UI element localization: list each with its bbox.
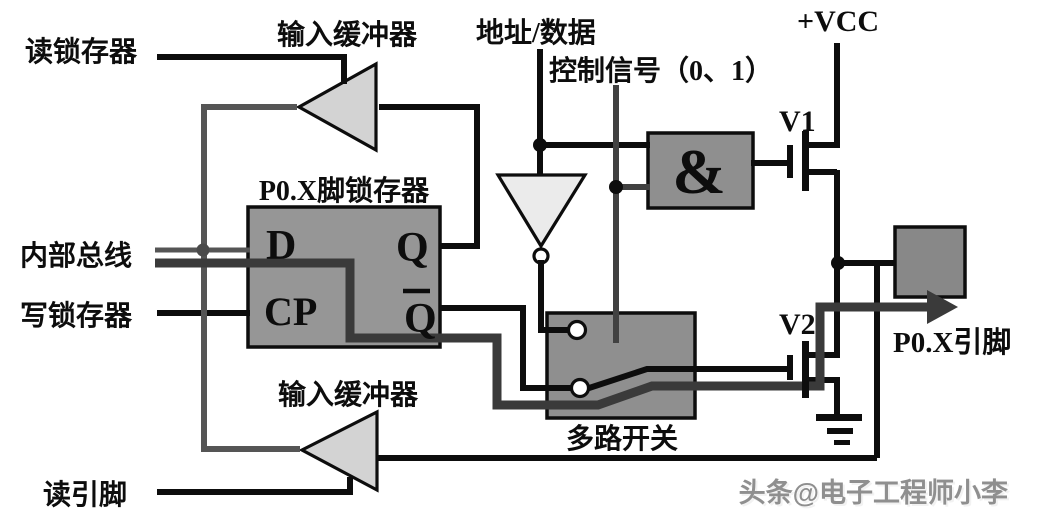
vcc-label: +VCC [797,5,879,38]
ground-icon [816,414,862,445]
control-signal-label: 控制信号（0、1） [549,54,773,87]
read-latch-label: 读锁存器 [25,35,138,68]
address-junction-dot [533,138,547,152]
latch-title-label: P0.X脚锁存器 [259,174,430,207]
mux-contact-top [566,319,588,341]
v1-channel-bar-icon [802,131,809,191]
latch-cp-label: CP [264,289,317,334]
bus-to-pin-data-path [155,258,934,410]
and-gate-label: & [672,136,725,207]
inverter-to-mux-wire [538,260,571,333]
bus-junction-dot [196,243,210,257]
latch-qbar-label: Q [404,296,437,342]
v2-gate-bar-icon [787,355,793,380]
write-latch-label: 写锁存器 [20,299,133,332]
internal-bus-label: 内部总线 [20,240,132,272]
control-junction-dot [609,180,623,194]
mux-label: 多路开关 [566,423,678,455]
internal-bus-rail [201,104,300,452]
qbar-to-mux-wire [440,305,574,391]
data-path-arrowhead-icon [927,290,958,324]
mux-switch-arm-wire [579,366,789,394]
and-gate-box [646,131,755,210]
latch-box [246,205,442,349]
address-data-label: 地址/数据 [476,17,596,49]
read-pin-label: 读引脚 [43,479,127,511]
input-buffer-bottom-triangle-icon [298,409,379,493]
v2-label: V2 [779,308,816,341]
pin-label: P0.X引脚 [893,326,1011,359]
inverter-triangle-icon [495,173,588,250]
input-buffer-bottom-label: 输入缓冲器 [278,378,419,411]
watermark-text: 头条@电子工程师小李 [739,478,1009,508]
mux-contact-bottom [569,377,591,399]
v1-label: V1 [779,105,816,138]
input-buffer-top-label: 输入缓冲器 [277,18,418,51]
latch-q-label: Q [396,225,429,271]
v1-gate-bar-icon [787,145,793,178]
read-latch-wire [157,54,347,84]
read-pin-wire [157,477,353,495]
v2-channel-bar-icon [802,341,809,398]
latch-d-label: D [266,223,296,269]
q-to-top-buffer-wire [379,104,480,249]
pin-pad-box [893,225,967,299]
input-buffer-top-triangle-icon [295,61,378,153]
pin-node-junction-dot [831,256,845,270]
